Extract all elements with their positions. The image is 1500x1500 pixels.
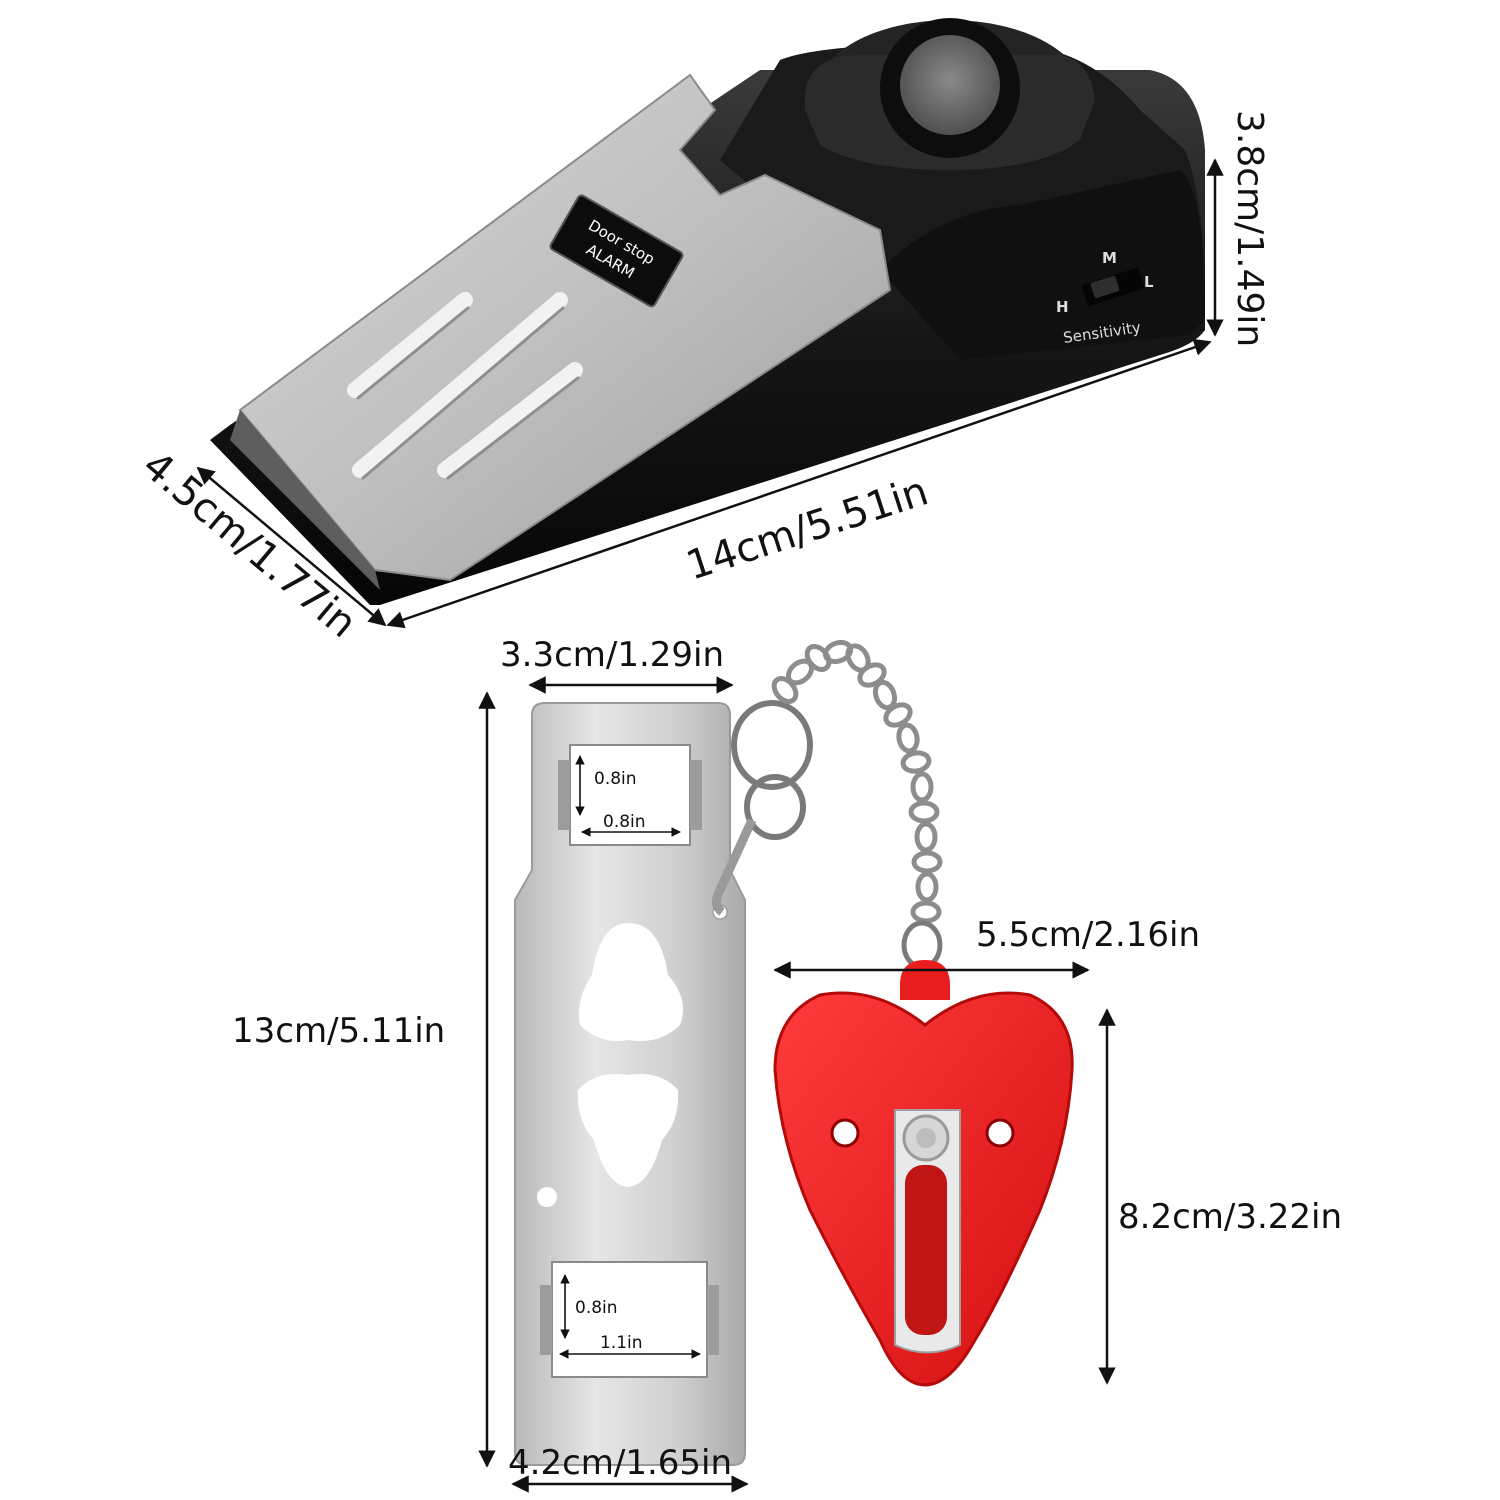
lock-hole-lower (577, 1074, 679, 1187)
heart-key: 5.5cm/2.16in 8.2cm/3.22in (773, 915, 1342, 1387)
split-ring (731, 700, 813, 790)
heart-key-hole-right (985, 1118, 1015, 1148)
lock-pin-hole (537, 1187, 557, 1207)
heart-key-hole-left (830, 1118, 860, 1148)
switch-label-high: H (1056, 298, 1069, 316)
lock-length-label: 13cm/5.11in (232, 1011, 445, 1051)
bottom-slot-height-label: 0.8in (575, 1298, 618, 1318)
alarm-button-cap (900, 35, 1000, 135)
lock-bottom-width-label: 4.2cm/1.65in (508, 1443, 732, 1483)
keychain (712, 639, 943, 970)
heart-key-width-label: 5.5cm/2.16in (976, 915, 1200, 955)
alarm-height-dimension: 3.8cm/1.49in (1206, 110, 1270, 347)
snap-hook (712, 818, 757, 916)
lock-top-width-label: 3.3cm/1.29in (500, 635, 724, 675)
top-slot-height-label: 0.8in (594, 769, 637, 789)
chain (771, 639, 943, 924)
split-ring (744, 774, 806, 840)
door-lock-plate: 0.8in 0.8in 0.8in 1.1in 3.3cm/1.29in 13c… (232, 635, 749, 1493)
heart-key-height-label: 8.2cm/3.22in (1118, 1197, 1342, 1237)
alarm-height-label: 3.8cm/1.49in (1229, 110, 1270, 347)
bottom-slot (551, 1261, 708, 1378)
door-stop-alarm: H M L Sensitivity Door stop ALARM 3.8cm/… (134, 18, 1270, 647)
switch-label-mid: M (1102, 249, 1117, 267)
lock-hole-upper (578, 923, 684, 1041)
heart-key-tab (900, 960, 950, 1000)
switch-label-low: L (1144, 273, 1154, 291)
top-slot-width-label: 0.8in (603, 812, 646, 832)
bottom-slot-width-label: 1.1in (600, 1333, 643, 1353)
